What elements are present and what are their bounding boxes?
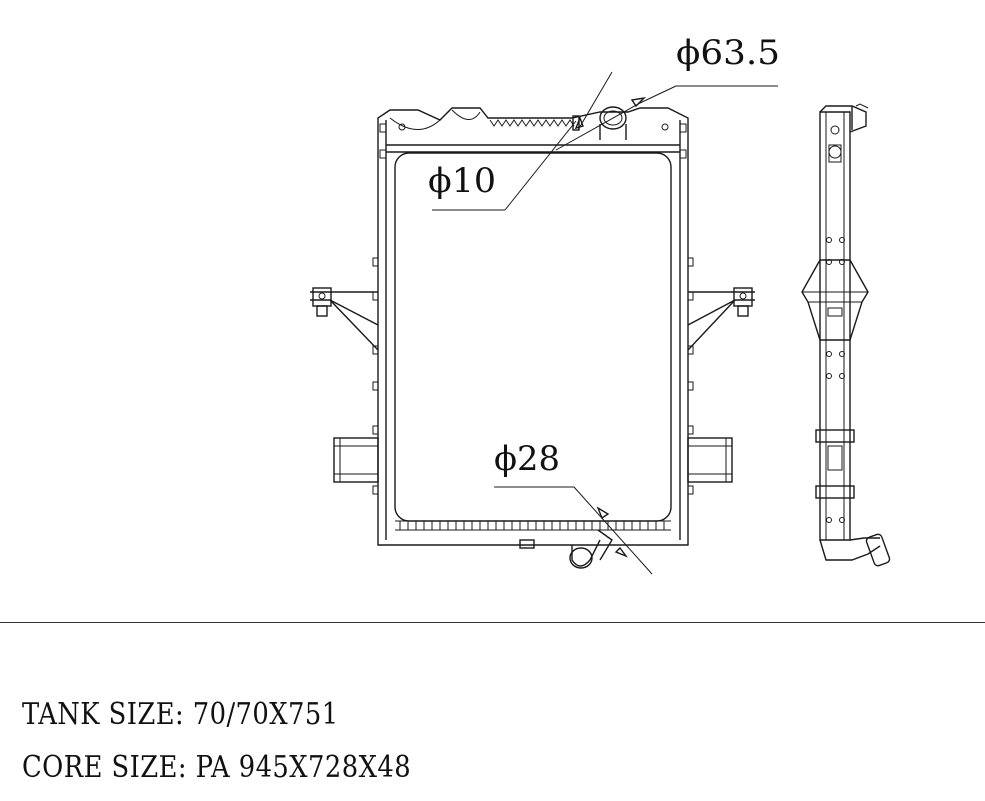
dimension-leaders bbox=[432, 71, 778, 575]
radiator-front-view: ϕ63.5 ϕ10 ϕ28 bbox=[310, 33, 780, 575]
left-mount-bracket bbox=[310, 287, 379, 351]
core-size-label: CORE SIZE: bbox=[22, 750, 187, 785]
inlet-diameter-label: ϕ28 bbox=[494, 439, 560, 479]
radiator-side-view bbox=[801, 103, 891, 567]
tank-size-spec: TANK SIZE: 70/70X751 bbox=[22, 697, 339, 732]
core-size-value: PA 945X728X48 bbox=[195, 750, 412, 785]
section-divider bbox=[0, 622, 985, 623]
core-size-spec: CORE SIZE: PA 945X728X48 bbox=[22, 750, 411, 785]
tank-size-value: 70/70X751 bbox=[192, 697, 339, 732]
right-mount-bracket bbox=[687, 287, 755, 351]
bottom-tank-ribs bbox=[395, 520, 671, 531]
top-tank-ribs bbox=[489, 119, 575, 127]
vent-fitting bbox=[572, 115, 580, 131]
vent-diameter-label: ϕ10 bbox=[428, 161, 496, 201]
bottom-inlet-pipe bbox=[569, 529, 613, 569]
top-outlet-pipe bbox=[599, 106, 627, 140]
tank-size-label: TANK SIZE: bbox=[22, 697, 185, 732]
outlet-diameter-label: ϕ63.5 bbox=[676, 33, 780, 73]
left-lower-mount bbox=[333, 437, 379, 483]
drain-plug bbox=[519, 539, 535, 549]
right-lower-mount bbox=[687, 437, 733, 483]
radiator-technical-drawing: ϕ63.5 ϕ10 ϕ28 bbox=[310, 33, 891, 575]
